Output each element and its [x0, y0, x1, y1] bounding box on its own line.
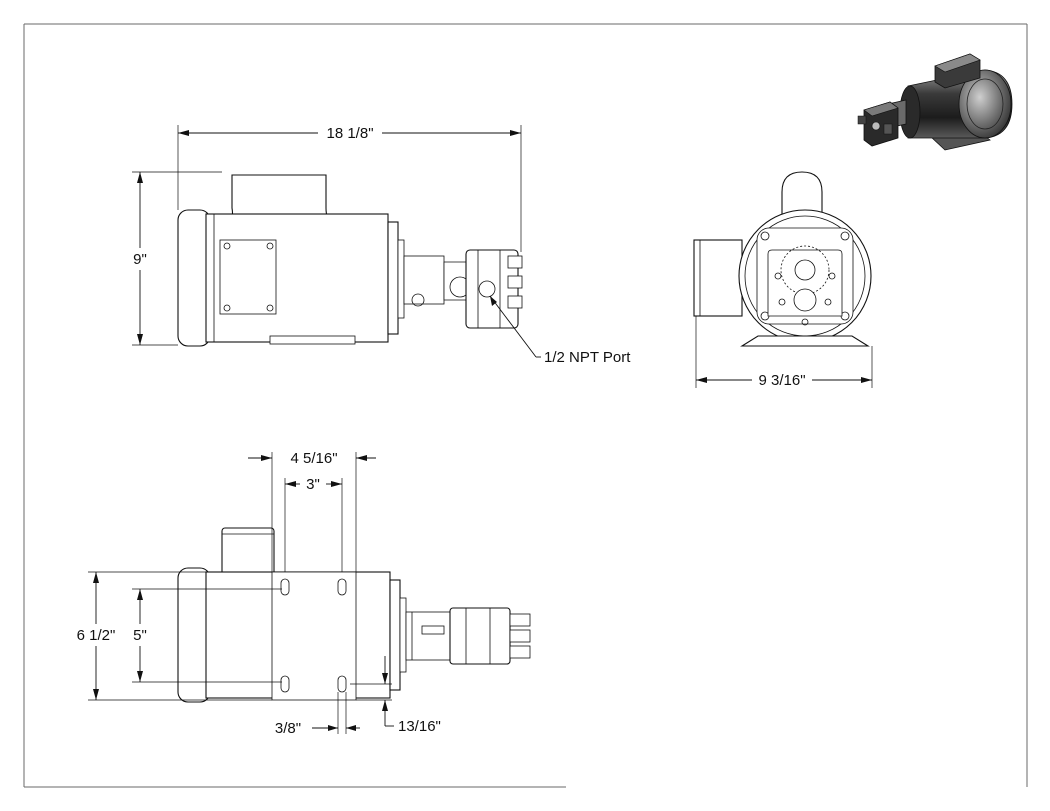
dim-base-width: 9 3/16" — [695, 316, 873, 389]
overall-length-label: 18 1/8" — [326, 125, 373, 142]
dim-overall-length: 18 1/8" — [177, 125, 522, 252]
callout-port: 1/2 NPT Port — [489, 295, 631, 366]
slot-offset-label: 13/16" — [398, 718, 441, 735]
dim-foot-height-outer: 6 1/2" — [77, 571, 272, 701]
port-callout-label: 1/2 NPT Port — [544, 349, 631, 366]
foot-height-outer-label: 6 1/2" — [77, 627, 116, 644]
side-view — [177, 174, 523, 347]
dim-foot-span-outer: 4 5/16" — [248, 450, 376, 572]
dim-foot-height-inner: 5" — [132, 588, 282, 683]
foot-height-inner-label: 5" — [133, 627, 147, 644]
end-view — [693, 171, 872, 347]
dim-overall-height: 9" — [132, 171, 222, 346]
sheet-frame — [23, 23, 1028, 788]
base-width-label: 9 3/16" — [758, 372, 805, 389]
dim-foot-span-inner: 3" — [284, 476, 343, 572]
foot-span-inner-label: 3" — [306, 476, 320, 493]
isometric-thumbnail — [857, 53, 1013, 151]
bottom-view — [177, 527, 531, 703]
slot-width-label: 3/8" — [275, 720, 301, 737]
dim-slot-width: 3/8" — [275, 692, 360, 737]
dim-slot-offset: 13/16" — [350, 656, 441, 735]
overall-height-label: 9" — [133, 251, 147, 268]
foot-span-outer-label: 4 5/16" — [290, 450, 337, 467]
